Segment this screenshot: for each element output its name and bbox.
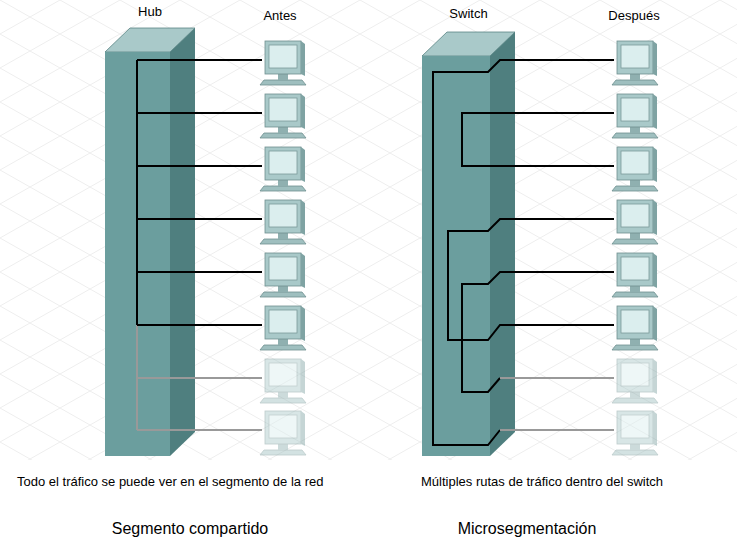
state-label: Después [608, 8, 659, 24]
device-label: Switch [422, 6, 515, 22]
caption-text: Múltiples rutas de tráfico dentro del sw… [421, 474, 663, 490]
hub-wiring [137, 60, 262, 430]
background-grid [0, 0, 737, 460]
hub-body [105, 28, 195, 456]
state-label: Antes [263, 8, 296, 24]
section-title: Microsegmentación [458, 519, 597, 539]
device-label: Hub [105, 4, 195, 20]
caption-text: Todo el tráfico se puede ver en el segme… [17, 474, 323, 490]
section-title: Segmento compartido [112, 519, 269, 539]
computers-after [612, 41, 658, 455]
computers-before [260, 41, 306, 455]
switch-paths [433, 60, 614, 445]
hub-device: Hub [105, 4, 195, 456]
switch-device: Switch [422, 6, 515, 456]
